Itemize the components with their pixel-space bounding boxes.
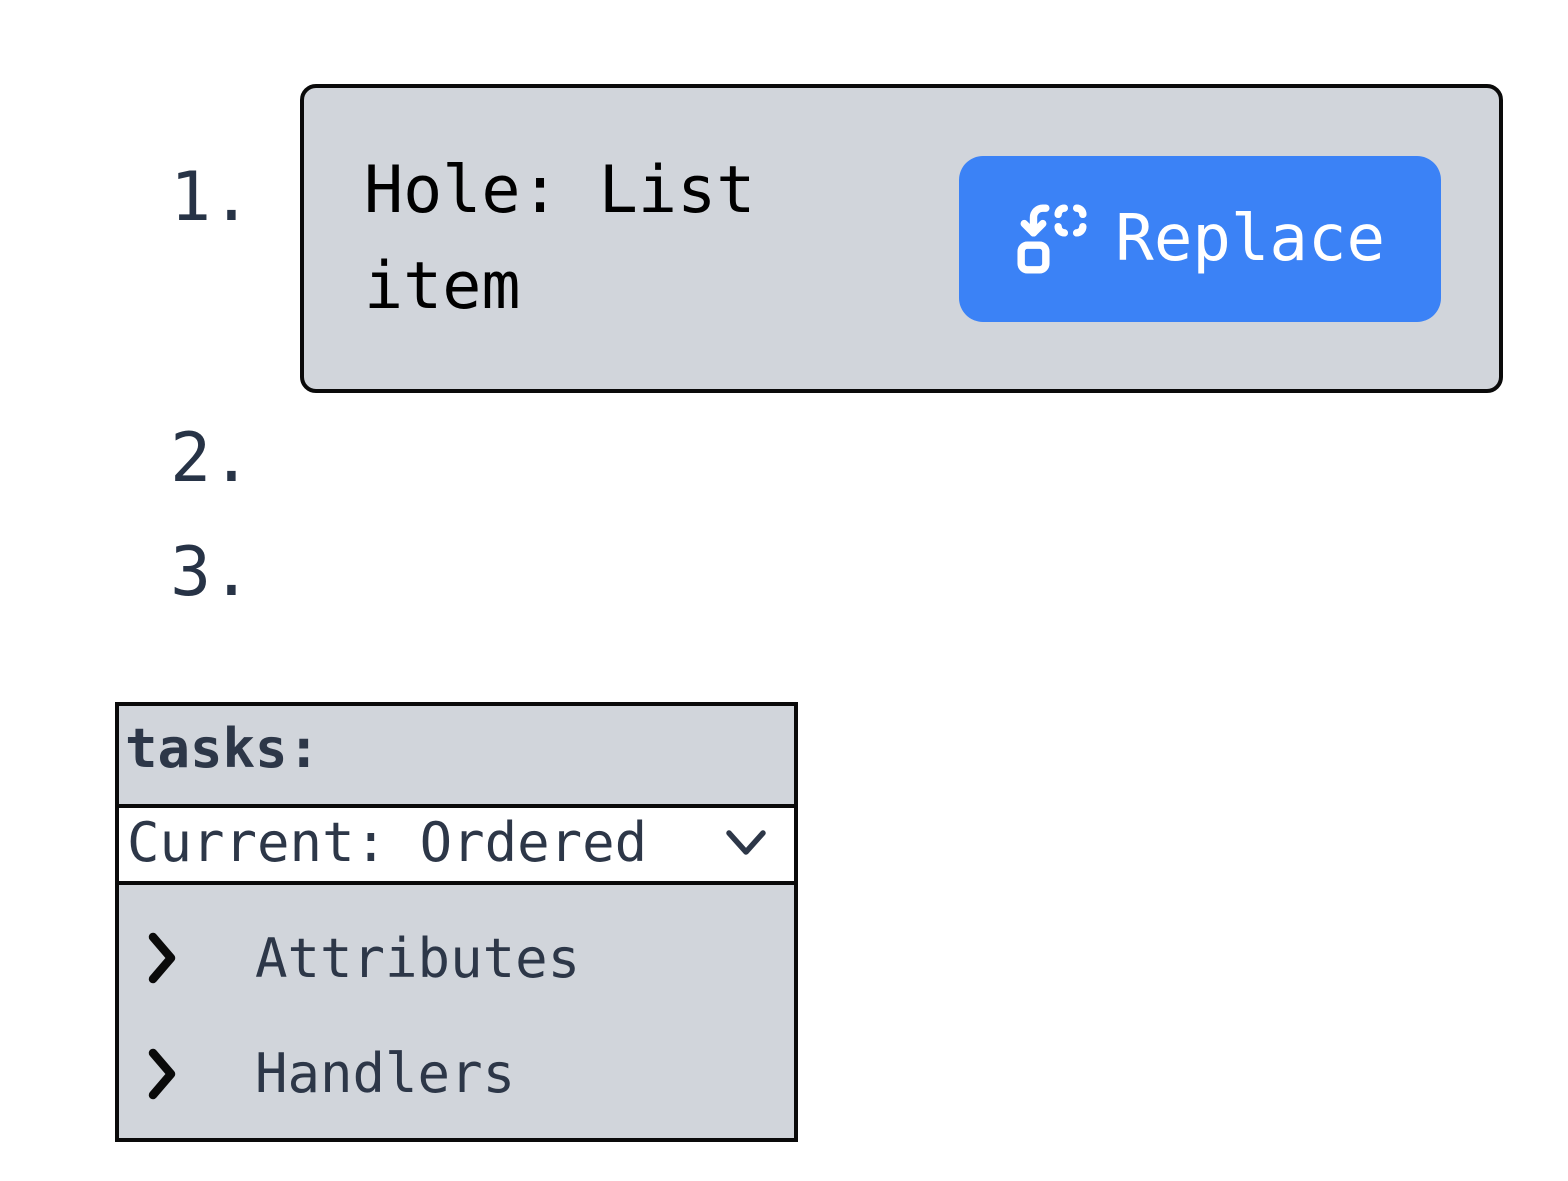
- section-attributes[interactable]: Attributes: [119, 926, 794, 990]
- section-handlers[interactable]: Handlers: [119, 1042, 794, 1106]
- chevron-right-icon: [147, 931, 177, 985]
- list-marker-3: 3.: [170, 533, 252, 612]
- chevron-down-icon: [724, 826, 768, 860]
- list-item-2: 2.: [0, 403, 1568, 515]
- ordered-list: 1. Hole: List item: [0, 84, 1568, 629]
- tasks-panel: tasks: Current: Ordered Attributes: [115, 702, 798, 1142]
- hole-card[interactable]: Hole: List item Replace: [300, 84, 1503, 393]
- current-type-select[interactable]: Current: Ordered: [115, 804, 798, 885]
- replace-icon: [1015, 202, 1089, 276]
- list-marker-1: 1.: [170, 158, 252, 237]
- replace-button-label: Replace: [1115, 201, 1385, 276]
- list-item-1: 1. Hole: List item: [0, 84, 1568, 393]
- chevron-right-icon: [147, 1047, 177, 1101]
- list-item-3: 3.: [0, 517, 1568, 629]
- tasks-panel-title: tasks:: [125, 717, 321, 780]
- page: 1. Hole: List item: [0, 84, 1568, 1142]
- section-handlers-label: Handlers: [255, 1042, 516, 1106]
- current-type-select-value: Current: Ordered: [127, 811, 648, 875]
- hole-label: Hole: List item: [364, 152, 756, 324]
- section-attributes-label: Attributes: [255, 926, 581, 990]
- replace-button[interactable]: Replace: [959, 155, 1441, 322]
- list-marker-2: 2.: [170, 419, 252, 498]
